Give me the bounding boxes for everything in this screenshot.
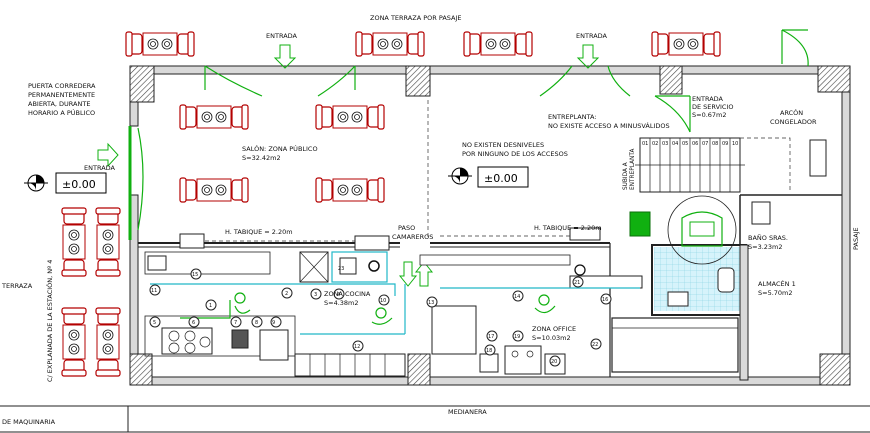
- levels-note-2: POR NINGUNO DE LOS ACCESOS: [462, 150, 568, 158]
- storage-name: ALMACÉN 1: [758, 279, 796, 288]
- equipment-number: 4: [337, 292, 340, 298]
- equipment-number: 19: [514, 334, 520, 340]
- equipment-number: 10: [380, 298, 386, 304]
- stairs: 01 02 03 04 05 06 07 08 09 10 SUBIDA A E…: [623, 137, 791, 193]
- street-label: C/ EXPLANADA DE LA ESTACIÓN, Nº 4: [45, 260, 54, 382]
- salon-tables: [179, 104, 385, 203]
- equipment-number: 23: [338, 266, 344, 272]
- waiter-pass-label-1: PASO: [398, 224, 415, 232]
- equipment-number: 17: [488, 334, 494, 340]
- equipment-number: 11: [151, 288, 157, 294]
- equipment-number: 16: [602, 297, 608, 303]
- stairs-label-1: SUBIDA A: [623, 162, 629, 190]
- sliding-door-note-1: PUERTA CORREDERA: [28, 82, 96, 90]
- partition-height-label: H. TABIQUE = 2.20m: [534, 224, 602, 232]
- service-entrance-area: S=0.67m2: [692, 111, 727, 119]
- waiter-pass-label-2: CAMAREROS: [392, 233, 433, 241]
- service-entrance-label-2: DE SERVICIO: [692, 103, 734, 111]
- terrace-tables-left: [61, 207, 121, 377]
- sliding-door-note-2: PERMANENTEMENTE: [28, 91, 95, 99]
- kitchen-area: S=4.38m2: [324, 299, 359, 307]
- mezzanine-note-2: NO EXISTE ACCESO A MINUSVÁLIDOS: [548, 121, 670, 130]
- storage-area: S=5.70m2: [758, 289, 793, 297]
- office-area: S=10.03m2: [532, 334, 571, 342]
- level-value: ±0.00: [62, 178, 96, 191]
- levels-note-1: NO EXISTEN DESNIVELES: [462, 141, 544, 149]
- entrance-label: ENTRADA: [576, 32, 608, 40]
- stair-step-number: 01: [642, 141, 648, 147]
- equipment-number: 18: [486, 348, 492, 354]
- equipment-number: 7: [234, 320, 237, 326]
- equipment-number: 2: [285, 291, 288, 297]
- stair-step-number: 07: [702, 141, 708, 147]
- salon-name: SALÓN: ZONA PÚBLICO: [242, 144, 318, 153]
- equipment-number: 14: [514, 294, 520, 300]
- office-name: ZONA OFFICE: [532, 325, 576, 333]
- equipment-callouts: 15 1 2 3 4 5 6 7 8 9 10 11 12 13 14 16 1…: [149, 266, 612, 367]
- party-wall-label: MEDIANERA: [448, 408, 487, 416]
- doors: [97, 29, 809, 287]
- equipment-number: 8: [255, 320, 258, 326]
- kitchen-equipment: [144, 227, 601, 377]
- terrace-label: TERRAZA: [1, 282, 33, 290]
- bathroom-area: S=3.23m2: [748, 243, 783, 251]
- outer-walls: [129, 65, 851, 386]
- equipment-number: 13: [428, 300, 434, 306]
- equipment-number: 20: [551, 359, 557, 365]
- freezer-label-2: CONGELADOR: [770, 118, 817, 126]
- equipment-number: 3: [314, 292, 317, 298]
- stair-step-number: 09: [722, 141, 728, 147]
- equipment-number: 5: [153, 320, 156, 326]
- terrace-tables-top: [125, 31, 721, 57]
- kitchen-partition: [138, 100, 842, 381]
- equipment-number: 21: [574, 280, 580, 286]
- equipment-number: 12: [354, 344, 360, 350]
- bathroom-fixtures: [629, 139, 827, 307]
- partition-height-label: H. TABIQUE = 2.20m: [225, 228, 293, 236]
- sliding-door-note-3: ABIERTA, DURANTE: [28, 100, 90, 108]
- entrance-label: ENTRADA: [84, 164, 116, 172]
- equipment-number: 1: [209, 303, 212, 309]
- level-marker-right: ±0.00: [448, 166, 529, 188]
- stair-step-number: 04: [672, 141, 678, 147]
- office-equipment: [419, 254, 739, 375]
- stair-step-number: 05: [682, 141, 688, 147]
- equipment-number: 6: [192, 320, 195, 326]
- service-entrance-label-1: ENTRADA: [692, 95, 724, 103]
- bathroom-name: BAÑO SRAS.: [748, 233, 788, 242]
- plan-labels: ZONA TERRAZA POR PASAJE ENTRADA ENTRADA …: [1, 14, 860, 416]
- sliding-door-note-4: HORARIO A PÚBLICO: [28, 108, 95, 117]
- stair-step-number: 02: [652, 141, 658, 147]
- level-value: ±0.00: [484, 172, 518, 185]
- kitchen-name: ZONA COCINA: [324, 290, 371, 298]
- stairs-label-2: ENTREPLANTA: [630, 149, 636, 190]
- equipment-number: 15: [192, 272, 198, 278]
- freezer-label-1: ARCÓN: [780, 108, 803, 117]
- stair-step-number: 08: [712, 141, 718, 147]
- entrance-label: ENTRADA: [266, 32, 298, 40]
- salon-area: S=32.42m2: [242, 154, 281, 162]
- title-block: DE MAQUINARIA: [0, 405, 870, 433]
- stair-step-number: 10: [732, 141, 738, 147]
- stair-step-number: 03: [662, 141, 668, 147]
- stair-step-number: 06: [692, 141, 698, 147]
- equipment-number: 9: [272, 320, 275, 326]
- title-block-text: DE MAQUINARIA: [2, 418, 56, 426]
- terrace-pasaje-label: ZONA TERRAZA POR PASAJE: [370, 14, 462, 22]
- equipment-number: 22: [592, 342, 598, 348]
- level-marker-left: ±0.00: [24, 172, 107, 194]
- mezzanine-note-1: ENTREPLANTA:: [548, 113, 597, 121]
- pasaje-label: PASAJE: [852, 227, 860, 250]
